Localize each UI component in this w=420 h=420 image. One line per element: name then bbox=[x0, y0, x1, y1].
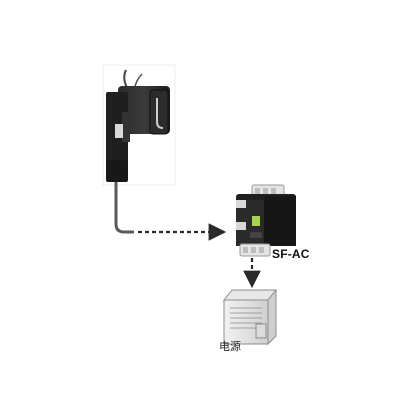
safety-controller-icon bbox=[236, 184, 296, 257]
light-curtain-sensor-icon bbox=[106, 69, 170, 182]
power-supply-icon bbox=[222, 288, 278, 346]
controller-side-terminal bbox=[236, 222, 246, 230]
controller-side-terminal bbox=[236, 200, 246, 208]
sensor-photo-frame bbox=[102, 64, 176, 186]
terminal-screw bbox=[271, 188, 276, 196]
sensor-bracket bbox=[149, 89, 169, 135]
terminal-screw bbox=[251, 247, 256, 253]
power-outlet bbox=[255, 323, 267, 339]
power-supply-label: 电源 bbox=[219, 340, 241, 353]
sensor-label-strip bbox=[115, 124, 123, 138]
controller-model-label: SF-AC bbox=[272, 247, 310, 261]
sensor-side-panel bbox=[122, 112, 130, 142]
terminal-screw bbox=[263, 188, 268, 196]
controller-label-plate bbox=[250, 232, 262, 238]
sensor-base bbox=[106, 160, 128, 182]
terminal-screw bbox=[243, 247, 248, 253]
housing-side-face bbox=[267, 288, 277, 346]
terminal-screw bbox=[259, 247, 264, 253]
terminal-screw bbox=[255, 188, 260, 196]
sensor-cable bbox=[114, 182, 134, 234]
status-indicator bbox=[252, 216, 260, 226]
sensor-hook bbox=[156, 98, 164, 129]
controller-side-face bbox=[264, 196, 296, 246]
housing-top-face bbox=[222, 289, 278, 301]
